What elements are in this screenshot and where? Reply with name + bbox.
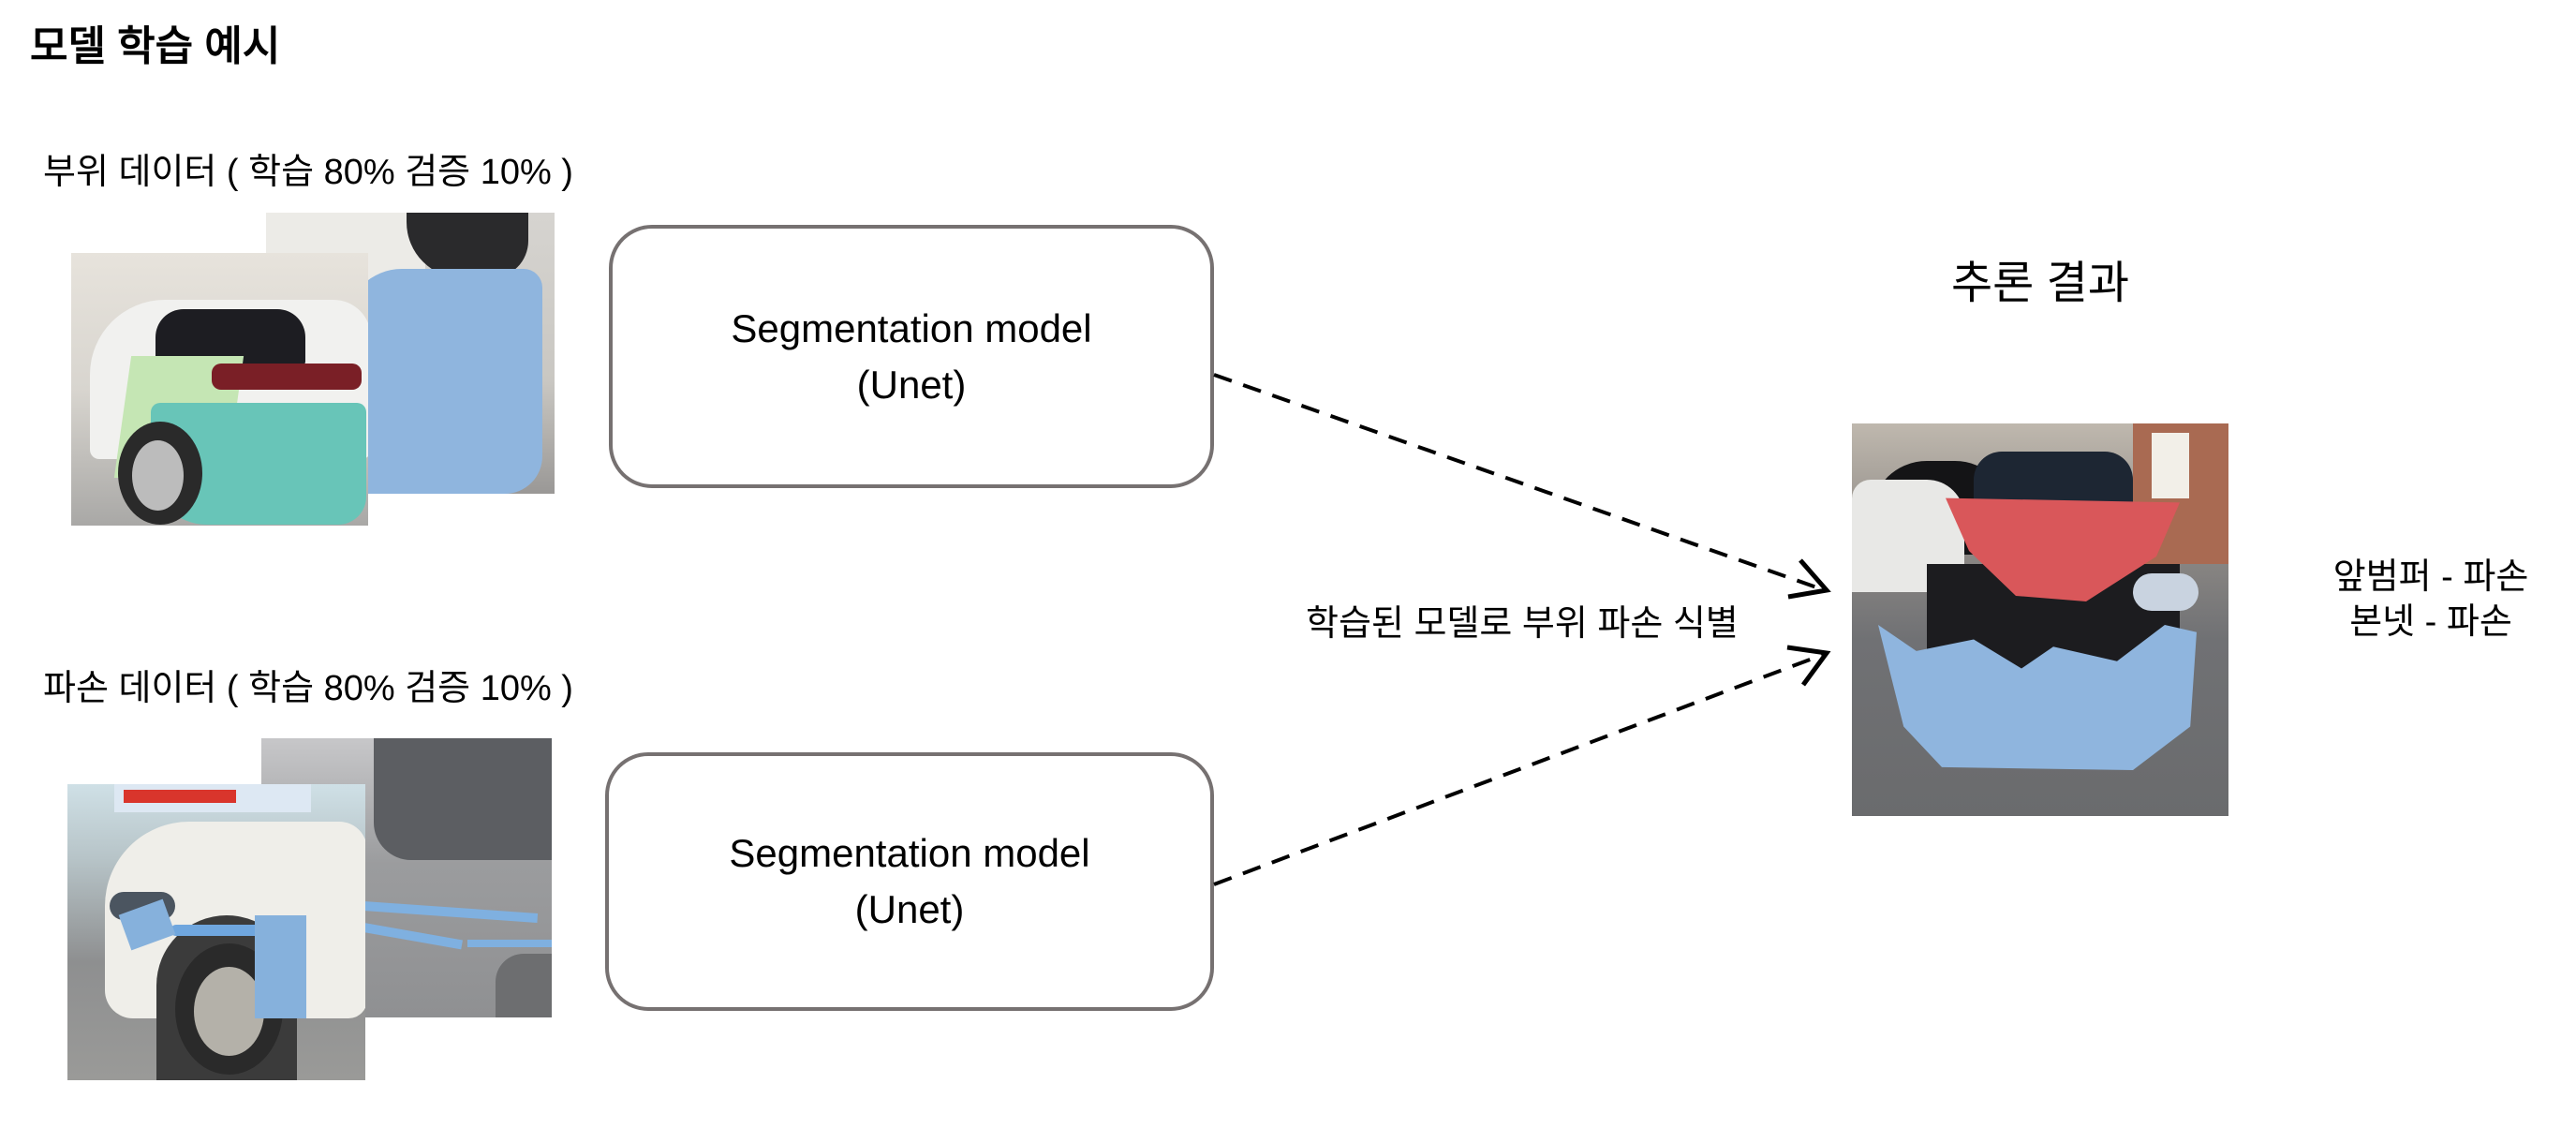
- car-headlight: [2133, 573, 2198, 611]
- inference-result-image: [1852, 423, 2228, 816]
- page-title: 모델 학습 예시: [30, 23, 281, 69]
- car-taillight: [212, 364, 362, 390]
- damage-data-image-front: [67, 784, 365, 1080]
- mask-blue: [255, 915, 306, 1018]
- finding-bonnet: 본넷 - 파손: [2349, 602, 2512, 642]
- car-rim: [132, 440, 184, 511]
- arrowhead-damage: [1786, 645, 1831, 687]
- shop-sign-stripe: [124, 790, 236, 803]
- mask-blue-streak: [350, 920, 463, 950]
- mask-blue-streak: [467, 940, 552, 947]
- van-window: [374, 738, 552, 860]
- arrowhead-parts: [1787, 558, 1831, 600]
- arrow-parts-to-result: [1213, 373, 1826, 592]
- damage-data-label: 파손 데이터 ( 학습 80% 검증 10% ): [43, 669, 573, 708]
- result-title: 추론 결과: [1951, 259, 2129, 308]
- segmentation-model-box-parts: Segmentation model (Unet): [609, 225, 1214, 488]
- result-findings: 앞범퍼 - 파손 본넷 - 파손: [2286, 555, 2576, 645]
- part-data-image-front: [71, 253, 368, 526]
- model-arch: (Unet): [856, 362, 967, 407]
- segmentation-model-box-damage: Segmentation model (Unet): [605, 752, 1214, 1011]
- arrow-damage-to-result: [1213, 652, 1826, 886]
- part-data-label: 부위 데이터 ( 학습 80% 검증 10% ): [43, 153, 573, 192]
- model-name: Segmentation model: [731, 305, 1092, 350]
- model-arch: (Unet): [854, 887, 965, 931]
- building-window: [2152, 433, 2189, 498]
- van-door-handle: [496, 954, 552, 1017]
- mask-blue: [346, 269, 542, 494]
- flow-label: 학습된 모델로 부위 파손 식별: [1306, 604, 1739, 644]
- car-rim: [194, 967, 264, 1056]
- mask-blue-streak: [349, 900, 539, 923]
- model-name: Segmentation model: [729, 831, 1090, 875]
- finding-front-bumper: 앞범퍼 - 파손: [2332, 557, 2529, 597]
